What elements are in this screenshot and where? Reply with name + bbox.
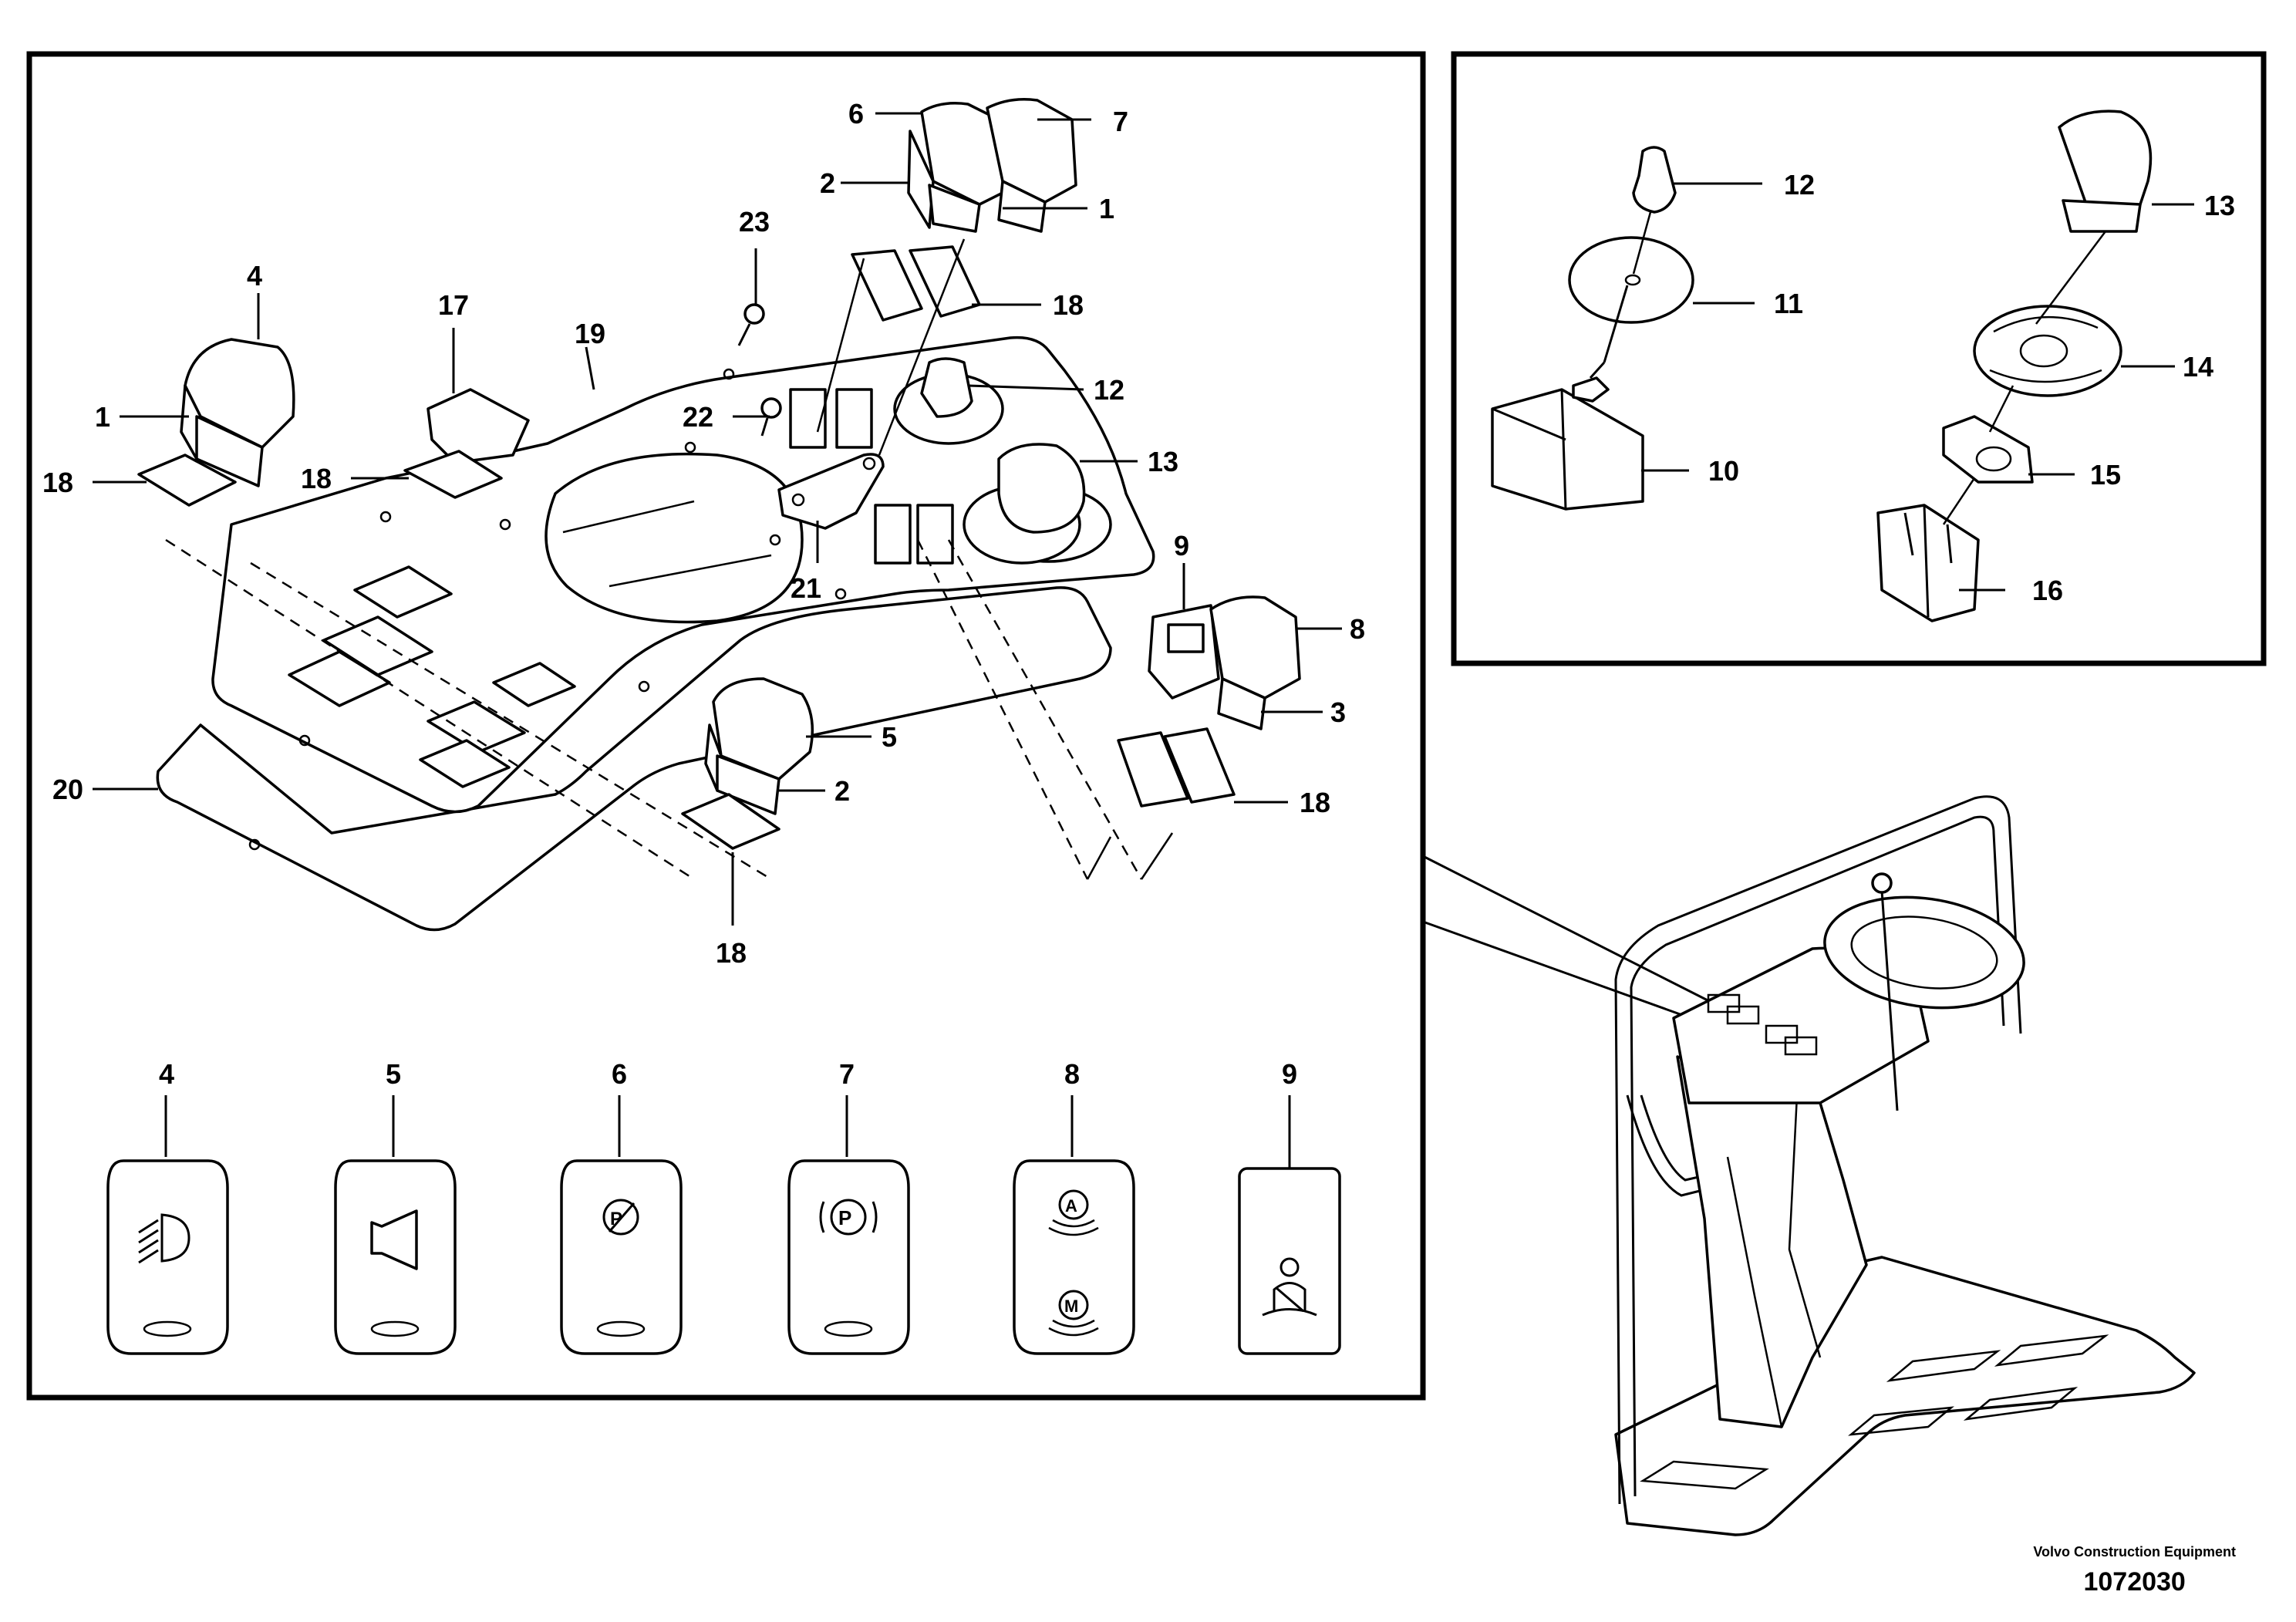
callout-14: 14 [2183,351,2213,383]
callout-13-main: 13 [1148,446,1178,477]
zoom-pointer [1422,855,1721,1027]
plate-holes [248,368,847,851]
emergency-stop-head-13 [2058,110,2153,212]
callout-10: 10 [1708,455,1739,487]
frames-18-top [851,245,981,322]
parking-brake-release-symbol-icon: P [602,1199,639,1236]
auto-manual-symbol-icon: A M [1048,1189,1099,1337]
callout-17: 17 [438,289,469,321]
gauge-window [544,452,804,624]
legend-number-9: 9 [1282,1058,1297,1090]
knob-12 [1632,146,1677,214]
frame-18-cover [403,450,503,499]
legend-switch-6: 6 P [560,1058,683,1355]
legend-switch-8: 8 A M [1013,1058,1135,1355]
callout-5: 5 [882,721,897,753]
screw-22 [760,397,782,437]
callout-18-bottom: 18 [716,937,747,969]
floor-treads [1640,1334,2109,1490]
dashboard-switches [1707,993,1818,1056]
disc-11 [1568,236,1694,324]
callout-15: 15 [2090,459,2121,491]
callout-2-top: 2 [820,167,835,199]
label-disc-14 [1973,305,2122,397]
callouts-detail: 12 11 10 13 14 15 16 [1708,169,2235,606]
legend-switch-7: 7 P [787,1058,910,1355]
legend-switch-4: 4 [106,1058,229,1355]
callouts-main: 6 7 2 1 18 23 4 17 19 1 18 18 22 12 13 2… [42,98,1365,969]
frame-18-bottom [681,793,781,850]
svg-text:A: A [1065,1196,1077,1216]
switch-body-10 [1491,388,1644,511]
legend-switch-9: 9 [1238,1058,1341,1355]
legend-number-4: 4 [159,1058,174,1090]
callout-7: 7 [1113,106,1128,137]
callout-4: 4 [247,260,262,292]
work-light-symbol-icon [138,1213,190,1264]
callout-13-detail: 13 [2204,190,2235,221]
detail-parts [1491,110,2153,622]
detail-panel-frame [1451,51,2267,666]
horn-symbol-icon [370,1209,418,1270]
legend-number-8: 8 [1064,1058,1080,1090]
legend-switch-5: 5 [334,1058,457,1355]
frame-18-left [137,454,237,507]
callout-12-main: 12 [1094,374,1124,406]
seat-belt-symbol-icon [1262,1257,1317,1317]
callout-9: 9 [1174,530,1189,561]
callout-16: 16 [2032,575,2063,606]
rocker-switch-7 [986,98,1077,233]
switch-legend: 4 5 6 [106,1058,1341,1355]
emergency-stop-13 [963,443,1086,565]
callout-11: 11 [1774,288,1803,319]
callout-6: 6 [848,98,864,130]
rocker-switch-8 [1209,595,1301,730]
callout-1-left: 1 [95,401,110,433]
lower-plate [156,586,1112,932]
callout-2-bottom: 2 [834,775,850,807]
callout-19: 19 [575,318,605,349]
gauge-window-detail [562,500,695,534]
svg-text:P: P [610,1209,622,1229]
callout-20: 20 [52,774,83,805]
callout-18-cover: 18 [301,463,332,494]
leader-lines-detail [1641,182,2194,592]
callout-12-detail: 12 [1784,169,1815,201]
callout-23: 23 [739,206,770,238]
frames-18-right [1117,727,1236,808]
manufacturer-label: Volvo Construction Equipment [2033,1544,2236,1560]
switch-9 [1148,604,1220,700]
callout-21: 21 [791,572,821,604]
rocker-switch-6 [907,102,1012,233]
leader-lines-main [93,112,1342,926]
rocker-switch-4 [180,338,295,487]
callout-18-top: 18 [1053,289,1084,321]
callout-3: 3 [1330,696,1346,728]
callout-1-top: 1 [1099,193,1114,224]
assembly-lines [165,238,1174,881]
svg-text:M: M [1064,1297,1078,1316]
svg-text:P: P [838,1206,851,1229]
footer: Volvo Construction Equipment 1072030 [2033,1543,2236,1599]
legend-number-5: 5 [386,1058,401,1090]
plate-cutouts [288,373,1112,788]
legend-number-6: 6 [612,1058,627,1090]
operator-station [1614,795,2196,1536]
legend-number-7: 7 [839,1058,855,1090]
gauge-window-detail [609,554,772,588]
callout-18-right: 18 [1300,787,1330,818]
rotary-knob-12 [920,357,973,418]
mounting-base-15 [1942,415,2034,484]
main-panel-frame [26,51,1426,1401]
callout-8: 8 [1350,613,1365,645]
drawing-number: 1072030 [2083,1567,2186,1597]
rocker-switch-5 [704,677,814,815]
cover-17 [426,388,530,464]
screw-23 [737,303,765,346]
parking-brake-symbol-icon: P [819,1199,878,1236]
callout-22: 22 [683,401,713,433]
bracket-21 [777,453,885,530]
callout-18-left: 18 [42,467,73,498]
